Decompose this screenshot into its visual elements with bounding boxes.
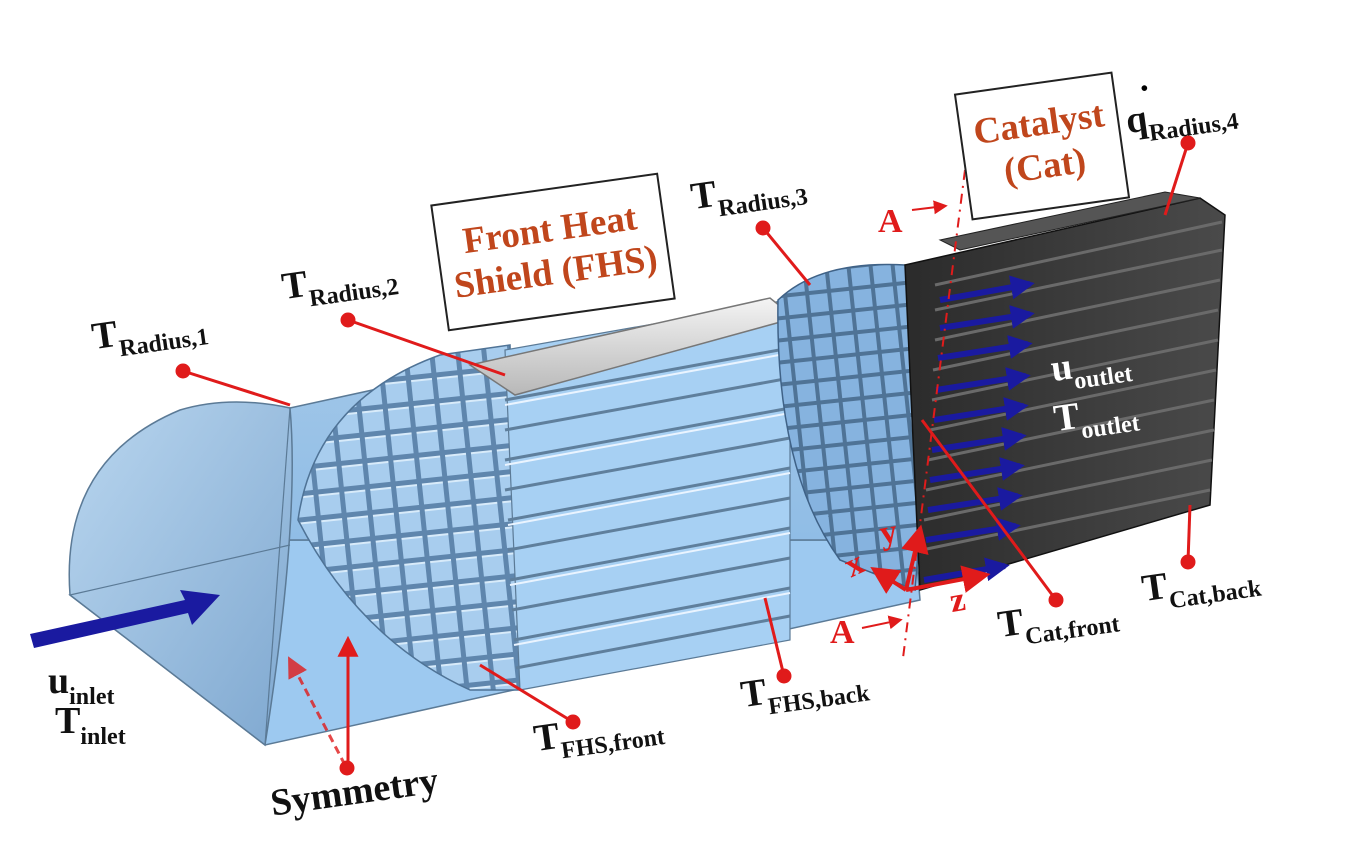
section-line: [902, 169, 966, 659]
coordinate-axes: [870, 524, 991, 594]
section-arrow-top: [911, 200, 948, 215]
label-u-inlet: uinlet: [48, 660, 115, 710]
outlet-flow-arrows: [923, 275, 1035, 583]
inlet-flow-arrow: [30, 590, 220, 648]
cat-title-box: Catalyst (Cat): [953, 71, 1131, 221]
catalyst-front-grid: [777, 263, 941, 592]
section-label-bottom: A: [830, 614, 855, 651]
section-arrow-bottom: [861, 615, 903, 630]
section-label-top: A: [878, 203, 903, 240]
label-u-outlet: uoutlet: [1048, 345, 1135, 395]
label-t-inlet: Tinlet: [55, 700, 126, 750]
leader-lines: [175, 135, 1196, 776]
q-dot-accent: ˙: [1138, 79, 1151, 121]
catalyst-block: [904, 191, 1226, 591]
front-heat-shield: [297, 297, 797, 691]
